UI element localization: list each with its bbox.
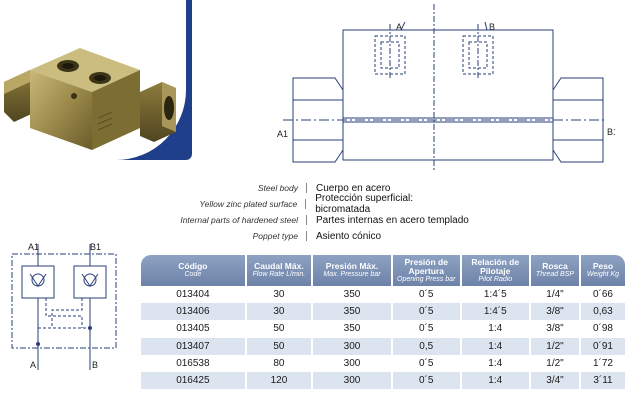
cell-opening: 0,5 — [392, 337, 462, 355]
spec-en: Yellow zinc plated surface — [150, 199, 307, 209]
header-main: Presión Máx. — [325, 261, 379, 271]
cell-thread: 3/4" — [531, 371, 581, 390]
header-thread: Rosca Thread BSP — [531, 255, 581, 286]
header-main: Presión de Apertura — [404, 256, 448, 276]
schematic-label-b: B — [92, 360, 98, 370]
drawing-label-b1: B1 — [607, 127, 615, 137]
cell-pressure: 300 — [313, 337, 393, 355]
cell-weight: 1´72 — [580, 354, 625, 372]
header-sub: Code — [184, 271, 202, 278]
header-main: Relación de Pilotaje — [471, 256, 520, 276]
table-row: 013404 30 350 0´5 1:4´5 1/4" 0´66 — [141, 286, 625, 304]
cell-pilot: 1:4 — [461, 320, 532, 338]
cell-weight: 0´98 — [580, 320, 625, 338]
table-row: 016425 120 300 0´5 1:4 3/4" 3´11 — [141, 371, 625, 390]
header-sub: Thread BSP — [535, 271, 575, 278]
cell-pressure: 350 — [313, 303, 393, 321]
header-pressure: Presión Máx. Max. Pressure bar — [313, 255, 393, 286]
cell-code: 013405 — [141, 320, 247, 338]
cell-flow: 30 — [246, 286, 314, 304]
header-main: Código — [178, 261, 208, 271]
cell-weight: 0´66 — [580, 286, 625, 304]
cell-pilot: 1:4´5 — [461, 303, 532, 321]
product-code-table: Código Code Caudal Máx. Flow Rate L/min.… — [141, 255, 625, 390]
drawing-label-a1: A1 — [277, 129, 288, 139]
cell-thread: 1/2" — [531, 337, 581, 355]
header-sub: Pilot Radio — [478, 275, 513, 283]
header-sub: Opening Press bar — [397, 275, 456, 283]
spec-es: Cuerpo en acero — [316, 182, 391, 194]
cell-flow: 50 — [246, 337, 314, 355]
cell-weight: 3´11 — [580, 371, 625, 390]
schematic-label-b1: B1 — [90, 242, 101, 252]
specifications: Steel body Cuerpo en acero Yellow zinc p… — [150, 180, 470, 244]
header-main: Caudal Máx. — [254, 261, 304, 271]
cell-weight: 0´91 — [580, 337, 625, 355]
drawing-label-a: A — [396, 22, 402, 32]
cell-opening: 0´5 — [392, 354, 462, 372]
header-sub: Flow Rate L/min. — [252, 271, 306, 278]
cell-code: 016425 — [141, 371, 247, 390]
cell-pilot: 1:4´5 — [461, 286, 532, 304]
cell-opening: 0´5 — [392, 286, 462, 304]
cell-flow: 120 — [246, 371, 314, 390]
header-code: Código Code — [141, 255, 247, 286]
table-row: 013407 50 300 0,5 1:4 1/2" 0´91 — [141, 337, 625, 355]
spec-row-internal: Internal parts of hardened steel Partes … — [150, 212, 470, 228]
cell-flow: 80 — [246, 354, 314, 372]
table-row: 016538 80 300 0´5 1:4 1/2" 1´72 — [141, 354, 625, 372]
header-flow: Caudal Máx. Flow Rate L/min. — [246, 255, 314, 286]
cell-thread: 1/4" — [531, 286, 581, 304]
spec-en: Poppet type — [150, 231, 307, 241]
cell-code: 013407 — [141, 337, 247, 355]
cell-code: 016538 — [141, 354, 247, 372]
cell-thread: 3/8" — [531, 303, 581, 321]
cell-flow: 30 — [246, 303, 314, 321]
header-pilot: Relación de Pilotaje Pilot Radio — [461, 255, 532, 286]
table-row: 013406 30 350 0´5 1:4´5 3/8" 0,63 — [141, 303, 625, 321]
valve-photo — [4, 48, 176, 150]
header-main: Peso — [592, 261, 614, 271]
header-sub: Max. Pressure bar — [323, 271, 381, 278]
cell-code: 013406 — [141, 303, 247, 321]
spec-es: Asiento cónico — [316, 230, 382, 242]
spec-es: Partes internas en acero templado — [316, 214, 469, 226]
cell-pressure: 300 — [313, 354, 393, 372]
header-sub: Weight Kg — [586, 271, 620, 278]
spec-row-surface: Yellow zinc plated surface Protección su… — [150, 193, 470, 215]
spec-row-poppet: Poppet type Asiento cónico — [150, 228, 470, 244]
cell-thread: 1/2" — [531, 354, 581, 372]
cell-flow: 50 — [246, 320, 314, 338]
technical-drawing: A B A1 B1 — [277, 4, 615, 170]
cell-opening: 0´5 — [392, 303, 462, 321]
cell-pilot: 1:4 — [461, 371, 532, 390]
cell-code: 013404 — [141, 286, 247, 304]
cell-weight: 0,63 — [580, 303, 625, 321]
cell-opening: 0´5 — [392, 371, 462, 390]
drawing-label-b: B — [489, 22, 495, 32]
spec-en: Steel body — [150, 183, 307, 193]
cell-opening: 0´5 — [392, 320, 462, 338]
table-row: 013405 50 350 0´5 1:4 3/8" 0´98 — [141, 320, 625, 338]
spec-es: Protección superficial: bicromatada — [315, 193, 414, 215]
schematic-label-a1: A1 — [28, 242, 39, 252]
cell-pressure: 350 — [313, 320, 393, 338]
cell-pilot: 1:4 — [461, 337, 532, 355]
cell-pressure: 350 — [313, 286, 393, 304]
schematic-label-a: A — [30, 360, 36, 370]
hydraulic-schematic: A1 B1 A B — [11, 242, 117, 370]
spec-en: Internal parts of hardened steel — [150, 215, 307, 225]
cell-pilot: 1:4 — [461, 354, 532, 372]
header-weight: Peso Weight Kg — [580, 255, 625, 286]
cell-pressure: 300 — [313, 371, 393, 390]
spec-row-body: Steel body Cuerpo en acero — [150, 180, 470, 196]
cell-thread: 3/8" — [531, 320, 581, 338]
table-header-row: Código Code Caudal Máx. Flow Rate L/min.… — [141, 255, 625, 286]
header-main: Rosca — [542, 261, 568, 271]
header-opening: Presión de Apertura Opening Press bar — [392, 255, 462, 286]
